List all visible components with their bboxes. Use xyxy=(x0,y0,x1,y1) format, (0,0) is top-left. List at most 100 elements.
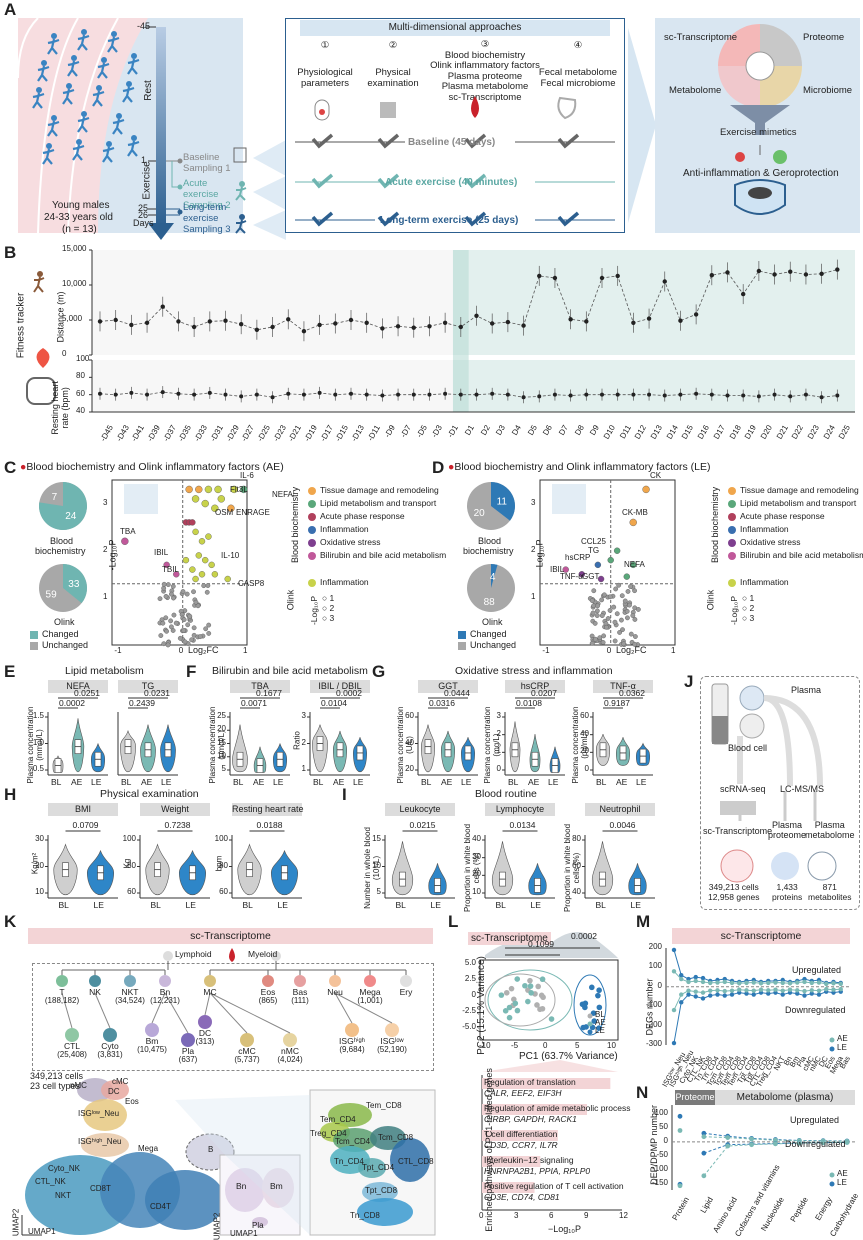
p-value: 0.0002 xyxy=(59,698,85,708)
runner-head xyxy=(101,57,107,63)
volcano-point xyxy=(621,641,627,647)
d-legend-unchanged: Unchanged xyxy=(458,640,516,651)
volcano-point xyxy=(624,608,630,614)
check-icon xyxy=(464,173,487,189)
cell-count: (188,182) xyxy=(44,996,80,1005)
panel-j-box xyxy=(700,676,860,910)
hr-point xyxy=(584,392,589,397)
volcano-point xyxy=(630,613,636,618)
volcano-annotation: CK xyxy=(650,470,662,480)
t-umap-label: Tem_CD8 xyxy=(366,1101,402,1110)
runner-icon xyxy=(107,36,120,53)
tick-days: Days xyxy=(133,218,154,228)
volcano-point xyxy=(629,518,637,527)
phase-baseline: Baseline (45 days) xyxy=(408,137,496,148)
b-label: Pla xyxy=(252,1221,264,1230)
group-label: BL xyxy=(495,900,506,910)
volcano-point xyxy=(605,616,611,621)
y-tick: 1 xyxy=(531,591,536,601)
y-tick: 80 xyxy=(219,860,228,870)
n-y-tick: 50 xyxy=(659,1121,668,1131)
x-tick: 1 xyxy=(671,646,676,655)
cell-count: (34,524) xyxy=(115,996,145,1005)
volcano-point xyxy=(204,485,213,494)
plot-title: TNF-α xyxy=(610,681,636,691)
approach-2-num: ② xyxy=(388,40,398,51)
size-legend-item: ○ 3 xyxy=(322,613,335,623)
y-tick: 15 xyxy=(217,737,226,747)
umap-cluster xyxy=(101,1080,129,1100)
pie-olink-changed-label: 33 xyxy=(68,579,80,590)
cell-node-Eos xyxy=(262,975,274,987)
p-value: 0.0316 xyxy=(429,698,455,708)
volcano-point xyxy=(202,556,209,564)
plot-header xyxy=(585,803,655,816)
runner-badge xyxy=(552,484,586,514)
group-label: BL xyxy=(121,777,132,787)
j-out3-l1: Plasma xyxy=(814,820,845,830)
k-title: sc-Transcriptome xyxy=(28,928,433,944)
subtype-node xyxy=(385,1023,399,1037)
volcano-point xyxy=(599,613,605,619)
distance-point xyxy=(395,324,401,329)
group-label: BL xyxy=(313,777,324,787)
subtype-node xyxy=(181,1033,195,1047)
hr-point xyxy=(98,391,102,396)
volcano-annotation: Flt3L xyxy=(230,484,248,494)
k-cell-types: 23 cell types xyxy=(30,1081,81,1091)
volcano-point xyxy=(601,633,607,639)
y-tick: 10 xyxy=(472,887,481,896)
size-legend-item: ○ 2 xyxy=(322,603,335,613)
check-icon xyxy=(377,173,400,189)
legend-swatch xyxy=(308,551,316,560)
group-label: AE xyxy=(441,777,453,787)
pie-blood-changed xyxy=(491,482,515,521)
exercise-shade xyxy=(452,360,855,412)
n-point xyxy=(701,1134,707,1140)
plot-header xyxy=(230,680,290,693)
legend-swatch xyxy=(728,499,736,508)
volcano-point xyxy=(157,596,163,602)
distance-point xyxy=(301,329,307,334)
check-icon xyxy=(311,133,334,149)
pla-cluster xyxy=(252,1217,268,1227)
group-label: BL xyxy=(58,900,69,910)
volcano-point xyxy=(158,633,164,638)
volcano-point xyxy=(189,637,195,643)
volcano-annotation: OSM xyxy=(215,508,234,518)
blood-drop-icon xyxy=(229,948,235,962)
t-umap-label: Tem_CD4 xyxy=(320,1115,356,1124)
hr-point xyxy=(176,391,181,396)
y-tick: 40 xyxy=(472,834,481,843)
runner-icon xyxy=(97,62,110,79)
y-tick: 25 xyxy=(217,711,226,720)
plot-title: Weight xyxy=(161,804,189,814)
plot-title: BMI xyxy=(74,804,91,814)
c-pie2-label: Olink xyxy=(54,617,75,627)
hr-point xyxy=(803,392,808,397)
c-pie1-label-2: biochemistry xyxy=(35,546,86,556)
volcano-point xyxy=(628,631,634,637)
legend-text: Lipid metabolism and transport xyxy=(740,498,857,508)
phase-icons xyxy=(233,140,286,240)
volcano-point xyxy=(169,624,174,630)
plot-header xyxy=(593,680,653,693)
volcano-point xyxy=(182,556,190,564)
y-tick: 2 xyxy=(496,728,501,738)
distance-point xyxy=(819,271,824,276)
violin-shape xyxy=(491,841,514,896)
volcano-point xyxy=(193,599,199,605)
plot-header xyxy=(232,803,302,816)
c-pie1-label-1: Blood xyxy=(50,536,74,546)
group-label: LE xyxy=(630,900,641,910)
pie-olink-changed xyxy=(63,564,87,604)
t-umap-cluster xyxy=(357,1198,413,1226)
cell-node-Mega xyxy=(364,975,376,987)
runner-icon xyxy=(112,118,125,135)
hr-point xyxy=(772,392,777,397)
y-tick: 2 xyxy=(103,544,108,554)
distance-point xyxy=(740,291,746,297)
umap-label: NKT xyxy=(55,1191,71,1200)
plot-header xyxy=(505,680,565,693)
